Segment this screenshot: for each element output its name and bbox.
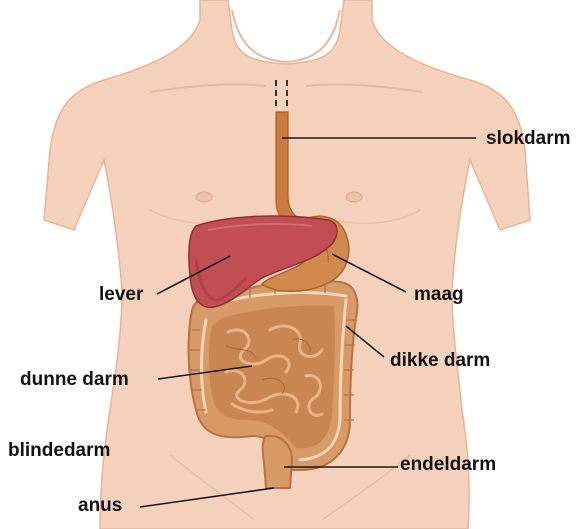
rectum	[263, 436, 292, 488]
neck-shading	[232, 10, 340, 62]
label-blindedarm: blindedarm	[8, 440, 110, 461]
label-dunne-darm: dunne darm	[20, 369, 129, 390]
label-lever: lever	[99, 284, 144, 305]
label-dikke-darm: dikke darm	[390, 350, 490, 371]
left-nipple	[196, 192, 212, 202]
label-anus: anus	[78, 495, 122, 516]
label-endeldarm: endeldarm	[400, 454, 496, 475]
label-maag: maag	[414, 284, 464, 305]
right-nipple	[346, 192, 362, 202]
label-slokdarm: slokdarm	[486, 128, 570, 149]
